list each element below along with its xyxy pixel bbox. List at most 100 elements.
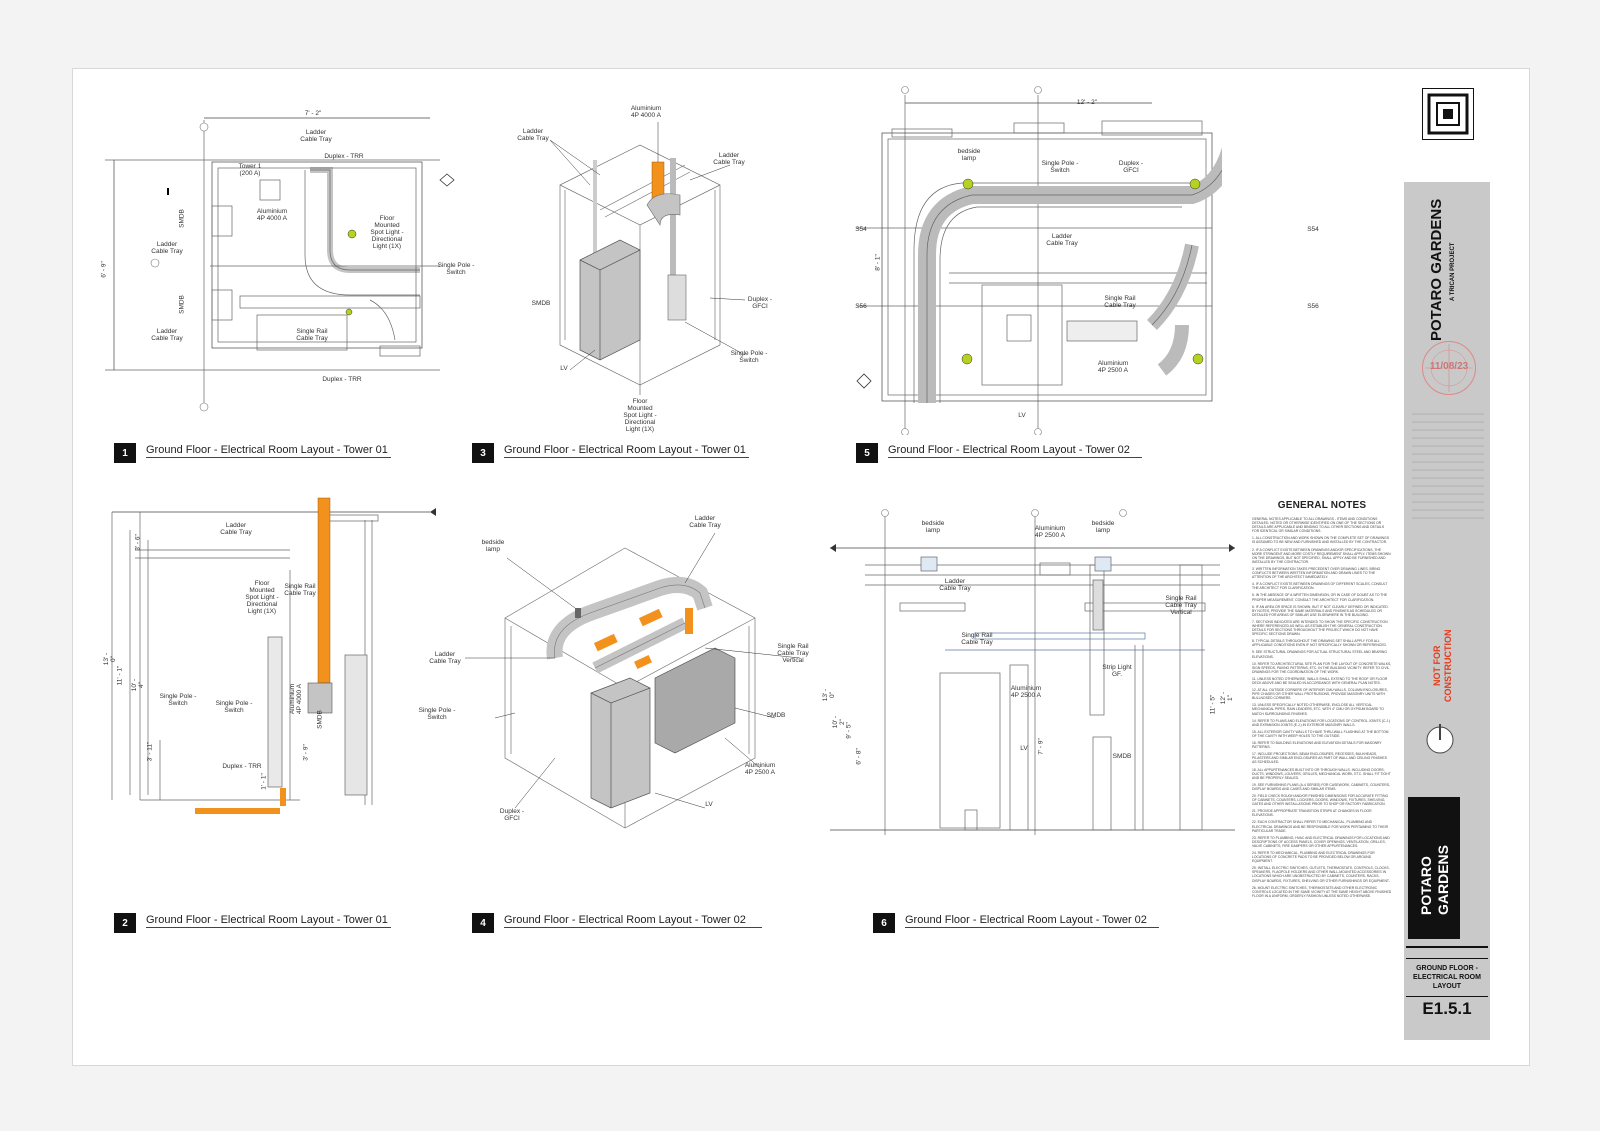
general-notes-title: GENERAL NOTES	[1277, 500, 1367, 511]
label-aluminium-mid: Aluminium 4P 2500 A	[1010, 685, 1042, 699]
general-note-item: 4. IF A CONFLICT EXISTS BETWEEN DRAWINGS…	[1252, 582, 1388, 591]
stamp-date: 11/08/23	[1429, 361, 1469, 372]
view-4-iso-tower-02: bedside lamp Ladder Cable Tray Ladder Ca…	[415, 508, 815, 838]
view-title: Ground Floor - Electrical Room Layout - …	[146, 914, 388, 926]
label-dim-a: 13' - 0"	[822, 688, 836, 702]
label-single-pole-switch: Single Pole - Switch	[730, 350, 768, 364]
view-5-drawing	[856, 86, 1222, 435]
date-stamp: 11/08/23	[1422, 341, 1476, 395]
general-notes: GENERAL NOTES GENERAL NOTES APPLICABLE T…	[1252, 500, 1392, 901]
view-number: 2	[114, 913, 136, 933]
general-note-item: 16. REFER TO BUILDING ELEVATIONS AND ELE…	[1252, 741, 1382, 750]
divider	[1406, 946, 1488, 948]
label-dim-a: 3' - 6"	[134, 534, 142, 551]
general-note-item: 22. EACH CONTRACTOR SHALL REFER TO MECHA…	[1252, 820, 1389, 833]
title-underline	[504, 927, 762, 928]
view-6-drawing	[830, 509, 1235, 835]
title-underline	[504, 457, 749, 458]
general-note-item: 10. REFER TO ARCHITECTURAL SITE PLAN FOR…	[1252, 661, 1392, 674]
general-note-item: 17. INCLUDE PROJECTIONS, BEAM ENCLOSURES…	[1252, 752, 1387, 765]
label-ladder-tray: Ladder Cable Tray	[1046, 233, 1078, 247]
general-note-item: 26. MOUNT ELECTRIC SWITCHES, THERMOSTATS…	[1252, 885, 1392, 898]
view-3-drawing	[549, 122, 746, 395]
title-underline	[146, 927, 391, 928]
drawing-sheet	[72, 68, 1530, 1066]
general-note-item: 23. REFER TO PLUMBING, HVAC AND ELECTRIC…	[1252, 835, 1390, 848]
label-dim-f: 3' - 9"	[302, 744, 310, 761]
caption-view-4: 4 Ground Floor - Electrical Room Layout …	[472, 913, 772, 933]
label-duplex-gfci: Duplex - GFCI	[1118, 160, 1144, 174]
general-note-item: 11. UNLESS NOTED OTHERWISE, WALLS SHALL …	[1252, 676, 1388, 685]
general-note-item: 21. PROVIDE APPROPRIATE TRANSITION STRIP…	[1252, 809, 1372, 818]
title-block: POTARO GARDENS A TRICAN PROJECT 11/08/23…	[1404, 84, 1490, 1042]
label-dim-b: 13' - 0"	[103, 652, 117, 666]
label-strip-light: Strip Light GF.	[1102, 664, 1132, 678]
label-lv: LV	[705, 801, 713, 808]
label-duplex-trr: Duplex - TRR	[222, 763, 262, 770]
label-dim-d: 6' - 8"	[855, 748, 863, 765]
label-dim-g: 12' - 1"	[1220, 691, 1234, 705]
label-dim-e: 7' - 9"	[1037, 738, 1045, 755]
divider	[1406, 958, 1488, 959]
sheet-name: GROUND FLOOR - ELECTRICAL ROOM LAYOUT	[1413, 965, 1481, 990]
stamp-crosshair-icon	[1425, 344, 1473, 392]
general-note-item: 2. IF A CONFLICT EXISTS BETWEEN DRAWINGS…	[1252, 547, 1391, 564]
label-single-rail: Single Rail Cable Tray	[284, 583, 316, 597]
project-name-vertical: POTARO GARDENS	[1418, 844, 1451, 915]
label-ladder-left: Ladder Cable Tray	[429, 651, 461, 665]
label-lv: LV	[1018, 412, 1026, 419]
label-smdb-1: SMDB	[178, 209, 186, 228]
label-dim-c: 9' - 5"	[845, 722, 853, 739]
label-bedside-lamp-2: bedside lamp	[1091, 520, 1115, 534]
view-number: 3	[472, 443, 494, 463]
label-ladder-tray: Ladder Cable Tray	[939, 578, 971, 592]
label-ladder-top: Ladder Cable Tray	[689, 515, 721, 529]
view-6-section-tower-02: bedside lamp Aluminium 4P 2500 A bedside…	[822, 505, 1245, 845]
label-s56-right: S56	[1307, 303, 1319, 310]
general-note-item: 8. TYPICAL DETAILS THROUGHOUT THE DRAWIN…	[1252, 639, 1387, 648]
label-single-rail-vertical: Single Rail Cable Tray Vertical	[1165, 595, 1197, 616]
label-dim-b: 10' - 2"	[832, 715, 846, 729]
label-floor-light: Floor Mounted Spot Light - Directional L…	[623, 398, 657, 433]
label-aluminium: Aluminium 4P 2500 A	[744, 762, 776, 776]
label-aluminium: Aluminium 4P 4000 A	[630, 105, 662, 119]
general-note-item: 25. INSTALL ELECTRIC SWITCHES, OUTLETS, …	[1252, 866, 1390, 883]
view-number: 1	[114, 443, 136, 463]
title-underline	[146, 457, 391, 458]
label-bedside-lamp: bedside lamp	[481, 539, 505, 553]
label-s56-left: S56	[855, 303, 867, 310]
label-single-pole-switch-1: Single Pole - Switch	[159, 693, 197, 707]
label-floor-light: Floor Mounted Spot Light - Directional L…	[370, 215, 404, 250]
firm-logo	[1422, 88, 1474, 140]
general-note-item: GENERAL NOTES APPLICABLE TO ALL DRAWINGS…	[1252, 517, 1385, 534]
caption-view-5: 5 Ground Floor - Electrical Room Layout …	[856, 443, 1156, 463]
view-5-plan-tower-02: 12' - 2" 8' - 1" bedside lamp Single Pol…	[852, 85, 1319, 435]
general-note-item: 5. IN THE ABSENCE OF A WRITTEN DIMENSION…	[1252, 593, 1388, 602]
sheet-number: E1.5.1	[1422, 999, 1472, 1018]
view-2-drawing	[111, 497, 436, 814]
view-title: Ground Floor - Electrical Room Layout - …	[504, 444, 746, 456]
label-dim-e: 3' - 11"	[146, 741, 154, 762]
general-note-item: 7. SECTIONS INDICATED ARE INTENDED TO SH…	[1252, 619, 1388, 637]
label-aluminium-top: Aluminium 4P 2500 A	[1034, 525, 1066, 539]
label-bedside-lamp: bedside lamp	[957, 148, 981, 162]
project-title-area: POTARO GARDENS A TRICAN PROJECT	[1428, 191, 1468, 341]
label-tower-1: Tower 1 (200 A)	[238, 163, 262, 177]
title-underline	[888, 457, 1142, 458]
project-name-panel: POTARO GARDENS	[1408, 797, 1460, 939]
label-ladder-left: Ladder Cable Tray	[517, 128, 549, 142]
general-note-item: 6. IF AN AREA OR SPACE IS SHOWN, BUT IT …	[1252, 604, 1388, 617]
label-dim-left: 6' - 9"	[100, 261, 108, 278]
view-number: 5	[856, 443, 878, 463]
label-dim-top: 12' - 2"	[1076, 99, 1098, 106]
label-floor-light: Floor Mounted Spot Light - Directional L…	[245, 580, 279, 615]
label-lv: LV	[1020, 745, 1028, 752]
label-ladder-tray-top: Ladder Cable Tray	[300, 129, 332, 143]
view-title: Ground Floor - Electrical Room Layout - …	[504, 914, 746, 926]
label-duplex-gfci: Duplex - GFCI	[747, 296, 773, 310]
general-notes-list: GENERAL NOTES APPLICABLE TO ALL DRAWINGS…	[1252, 517, 1392, 898]
label-smdb: SMDB	[1112, 753, 1132, 760]
general-note-item: 12. AT ALL OUTSIDE CORNERS OF INTERIOR C…	[1252, 688, 1388, 701]
label-single-rail-vertical: Single Rail Cable Tray Vertical	[777, 643, 809, 664]
label-s54-left: S54	[855, 226, 867, 233]
